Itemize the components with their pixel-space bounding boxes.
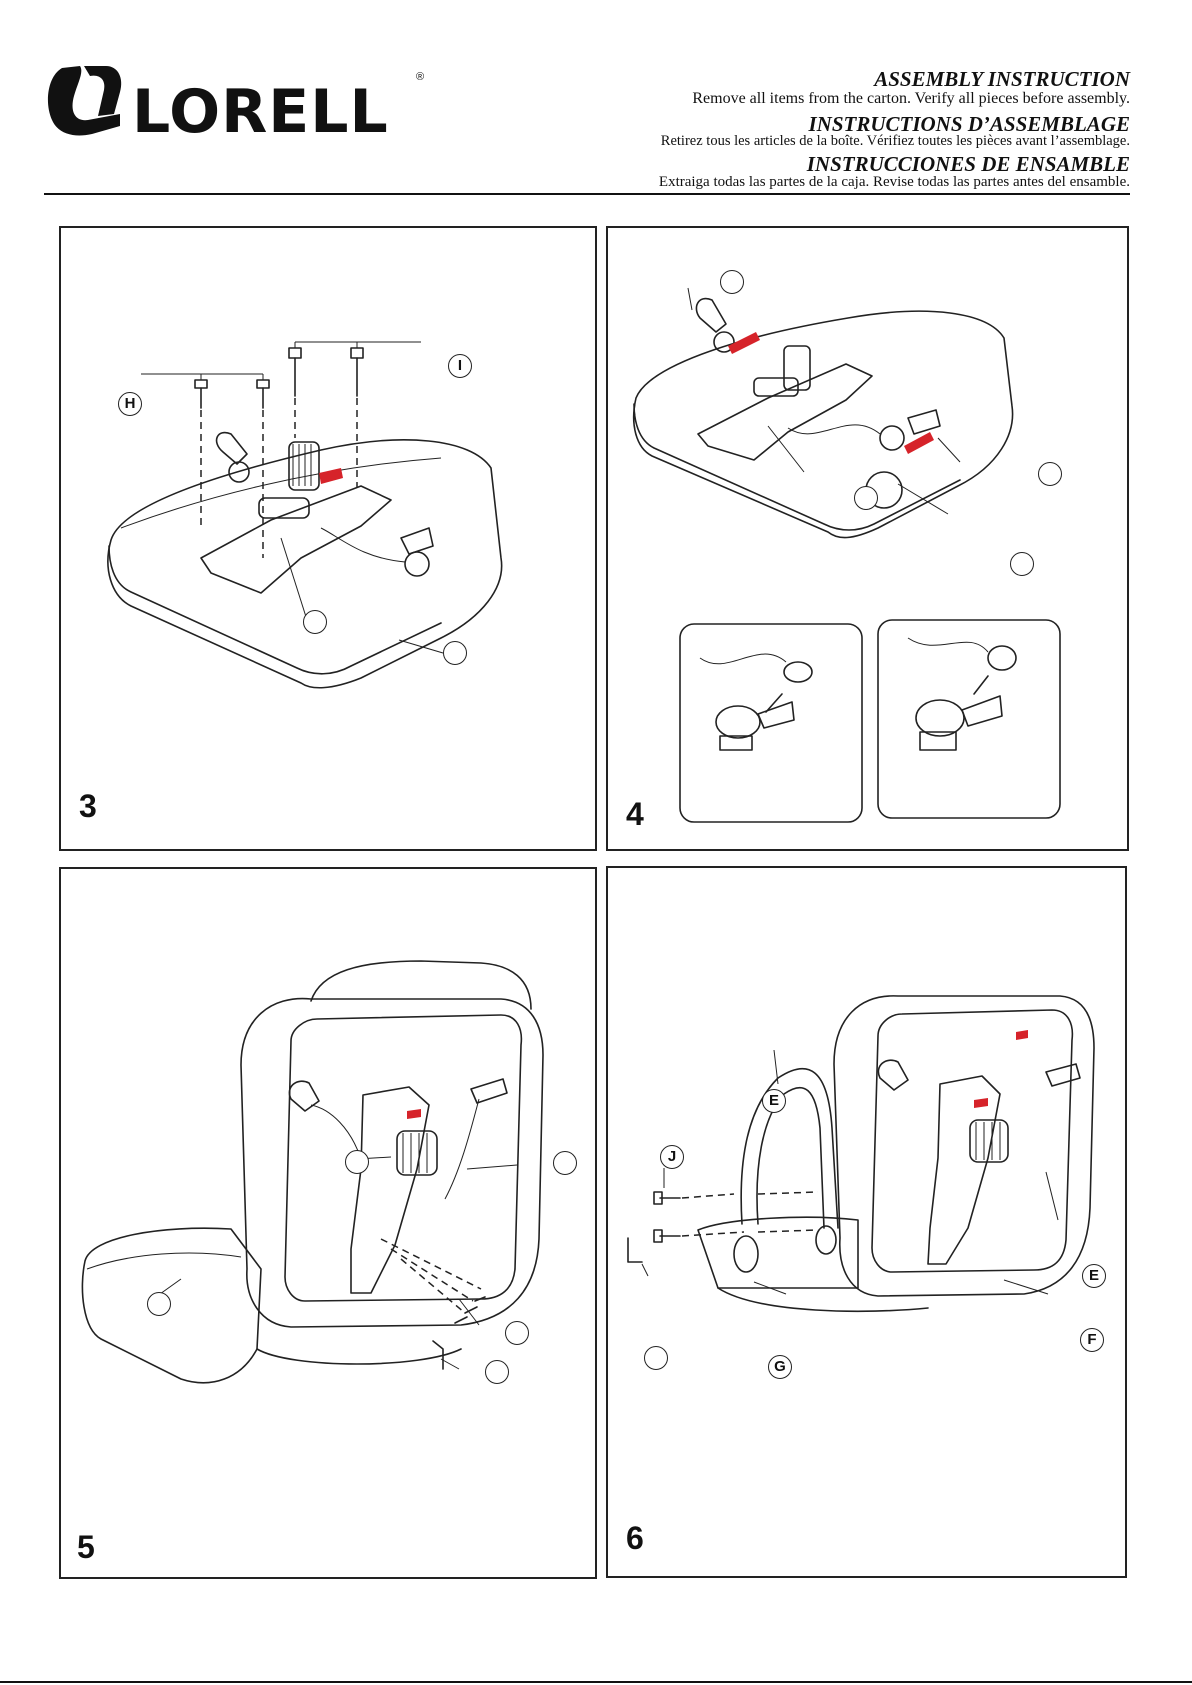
callout-i: I: [448, 354, 472, 378]
header-title-fr: INSTRUCTIONS D’ASSEMBLAGE: [808, 112, 1130, 136]
step-6-panel: E J E F G 6: [606, 866, 1127, 1578]
callout-plate: [854, 486, 878, 510]
callout-seat: [1010, 552, 1034, 576]
callout-seat-plate: [303, 610, 327, 634]
footer-divider: [0, 1681, 1192, 1683]
header-title-en: ASSEMBLY INSTRUCTION: [874, 67, 1130, 91]
header-title-es: INSTRUCCIONES DE ENSAMBLE: [806, 152, 1130, 176]
callout-f: F: [1080, 1328, 1104, 1352]
step-4-panel: 4: [606, 226, 1129, 851]
callout-bolts: [505, 1321, 529, 1345]
step-number: 5: [77, 1529, 95, 1565]
callout-allen-key: [644, 1346, 668, 1370]
header-text-fr: Retirez tous les articles de la boîte. V…: [660, 133, 1130, 149]
callout-mechanism: [345, 1150, 369, 1174]
callout-e-armrest-right: E: [1082, 1264, 1106, 1288]
callout-j-screws: J: [660, 1145, 684, 1169]
header-text-en: Remove all items from the carton. Verify…: [692, 90, 1130, 107]
svg-text:LORELL: LORELL: [132, 77, 389, 142]
step-3-panel: H I 3: [59, 226, 597, 851]
step-5-panel: 5: [59, 867, 597, 1579]
step-3-illustration: [107, 341, 503, 689]
step-number: 6: [626, 1520, 644, 1556]
callout-knob: [1038, 462, 1062, 486]
callout-seat: [443, 641, 467, 665]
header-text-es: Extraiga todas las partes de la caja. Re…: [658, 174, 1130, 190]
callout-backrest: [553, 1151, 577, 1175]
lorell-logo: LORELL ®: [44, 62, 424, 147]
callout-allen-key: [485, 1360, 509, 1384]
callout-lever: [720, 270, 744, 294]
step-6-illustration: [627, 995, 1095, 1313]
callout-h: H: [118, 392, 142, 416]
header-divider: [44, 193, 1130, 195]
step-number: 4: [626, 796, 644, 832]
step-5-illustration: [81, 960, 544, 1384]
callout-e-armrest: E: [762, 1089, 786, 1113]
callout-g: G: [768, 1355, 792, 1379]
step-number: 3: [79, 788, 97, 824]
registered-mark: ®: [416, 71, 424, 83]
step-4-illustration: [632, 287, 1061, 823]
callout-seat: [147, 1292, 171, 1316]
